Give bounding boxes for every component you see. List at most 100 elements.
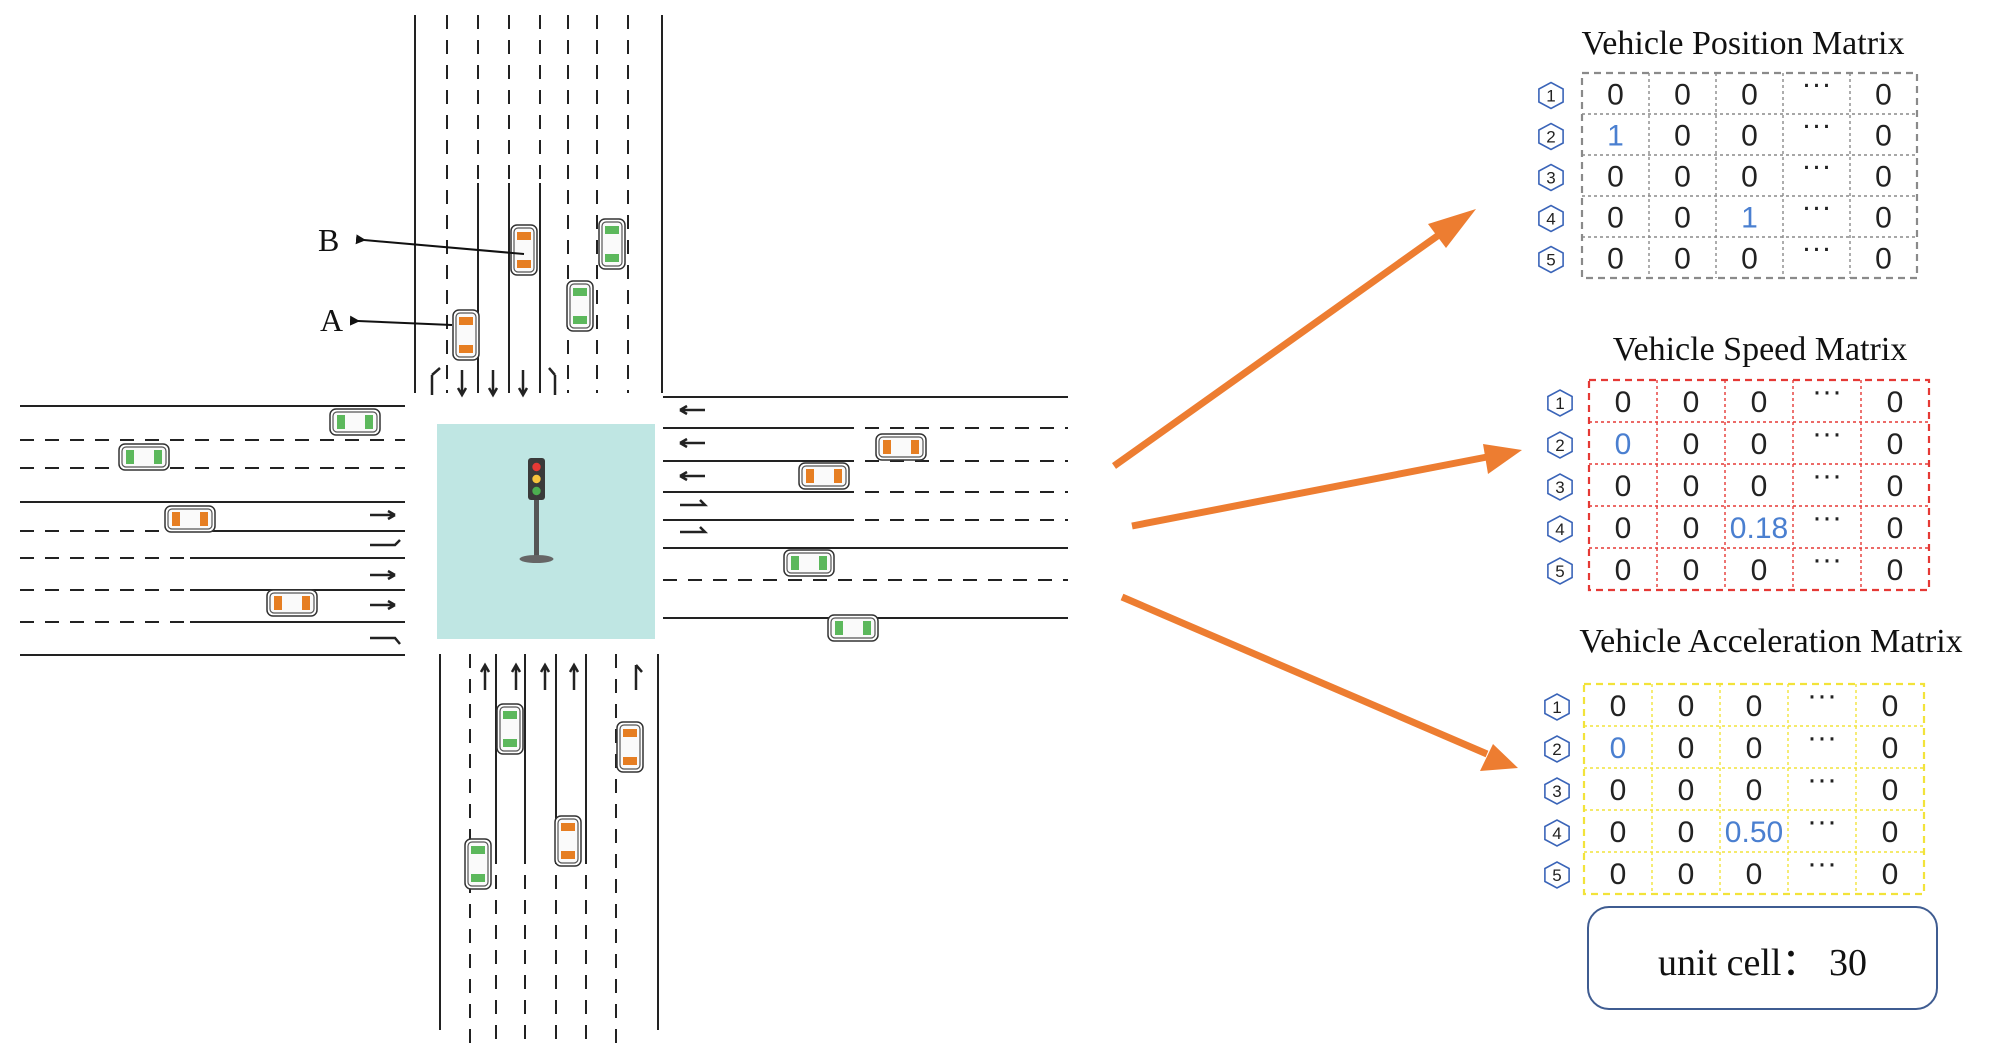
- matrix-cell: 0: [1882, 732, 1899, 765]
- matrix-cell: 0: [1882, 774, 1899, 807]
- matrix-cell: 0: [1678, 858, 1695, 891]
- matrix-cell: ···: [1812, 501, 1842, 534]
- car-icon: [875, 433, 927, 461]
- matrix-cell: 0: [1741, 161, 1758, 194]
- matrix-cell: 0: [1607, 79, 1624, 112]
- car-icon: [452, 309, 480, 361]
- row-label-text: 2: [1546, 128, 1555, 147]
- lane-arrow-markings: [370, 367, 709, 690]
- matrix-cell: 0: [1610, 816, 1627, 849]
- matrix-title: Vehicle Speed Matrix: [1613, 331, 1908, 368]
- matrix-title: Vehicle Position Matrix: [1582, 25, 1905, 62]
- matrix-cell: 0: [1887, 554, 1904, 587]
- row-label: 5: [1538, 245, 1564, 274]
- matrix-cell: 0.50: [1725, 816, 1783, 849]
- matrix-cell: 0: [1746, 690, 1763, 723]
- row-label: 4: [1544, 819, 1570, 847]
- matrix-cell: 0: [1683, 512, 1700, 545]
- matrix-cell: 0: [1882, 858, 1899, 891]
- row-label: 2: [1544, 735, 1570, 763]
- matrix-cell: 0: [1615, 470, 1632, 503]
- matrix-cell: 0: [1683, 554, 1700, 587]
- row-label: 3: [1544, 777, 1570, 805]
- matrix-cell: ···: [1807, 847, 1837, 880]
- car-icon: [598, 218, 626, 270]
- traffic-light-icon: [519, 458, 554, 563]
- row-label-text: 3: [1552, 782, 1561, 801]
- matrix-cell: 0: [1674, 161, 1691, 194]
- unit-cell-box: unit cell： 30: [1587, 906, 1938, 1010]
- matrix-title: Vehicle Acceleration Matrix: [1579, 623, 1962, 660]
- matrix-cell: 0: [1746, 858, 1763, 891]
- row-label: 4: [1538, 204, 1564, 233]
- row-label: 2: [1538, 122, 1564, 151]
- row-label-text: 4: [1546, 210, 1555, 229]
- matrix-cell: 0: [1610, 690, 1627, 723]
- car-icon: [616, 721, 644, 773]
- matrix-cell: 0: [1741, 79, 1758, 112]
- matrix-cell: 0: [1887, 386, 1904, 419]
- car-icon: [798, 462, 850, 490]
- row-label: 1: [1538, 81, 1564, 110]
- matrix-cell: 0: [1875, 120, 1892, 153]
- matrix-cell: 0: [1683, 428, 1700, 461]
- intersection-area: [437, 424, 655, 639]
- car-icon: [329, 408, 381, 436]
- matrix-cell: 0: [1674, 120, 1691, 153]
- matrix-cell: 0.18: [1730, 512, 1788, 545]
- vehicle-label-a: A: [320, 302, 343, 338]
- vehicle-label-b: B: [318, 222, 339, 258]
- row-label-text: 4: [1555, 520, 1564, 539]
- row-label-text: 3: [1555, 478, 1564, 497]
- cars-layer: [118, 218, 927, 890]
- intersection-roads: [20, 15, 1068, 1045]
- matrix-cell: 0: [1607, 243, 1624, 276]
- matrix-cell: ···: [1812, 375, 1842, 408]
- matrix-cell: 0: [1746, 774, 1763, 807]
- matrix-cell: 0: [1674, 202, 1691, 235]
- matrix-cell: 0: [1610, 774, 1627, 807]
- car-icon: [827, 614, 879, 642]
- matrix-cell: 0: [1875, 79, 1892, 112]
- matrix-cell: 0: [1678, 774, 1695, 807]
- row-label-text: 2: [1555, 436, 1564, 455]
- matrix-cell: 0: [1610, 858, 1627, 891]
- matrix-cell: 0: [1674, 79, 1691, 112]
- output-arrows: [1111, 209, 1522, 771]
- row-label-text: 5: [1552, 866, 1561, 885]
- row-label: 1: [1547, 389, 1573, 417]
- row-label-text: 1: [1555, 394, 1564, 413]
- matrix-cell: 0: [1751, 386, 1768, 419]
- matrix-cell: ···: [1802, 150, 1832, 183]
- matrix-cell: 0: [1875, 243, 1892, 276]
- row-label: 4: [1547, 515, 1573, 543]
- matrix-cell: 0: [1615, 386, 1632, 419]
- car-icon: [496, 703, 524, 755]
- matrix-cell: 0: [1741, 120, 1758, 153]
- matrix-cell: 0: [1615, 554, 1632, 587]
- matrix-cell: ···: [1802, 68, 1832, 101]
- matrix-cell: 0: [1610, 732, 1627, 765]
- matrix-cell: 0: [1678, 732, 1695, 765]
- matrix-cell: 1: [1741, 202, 1758, 235]
- car-icon: [266, 589, 318, 617]
- matrix-cell: 0: [1615, 428, 1632, 461]
- row-label-text: 5: [1555, 562, 1564, 581]
- car-icon: [164, 505, 216, 533]
- matrix-cell: ···: [1812, 459, 1842, 492]
- car-icon: [464, 838, 492, 890]
- matrix-cell: 0: [1887, 428, 1904, 461]
- matrix-cell: 0: [1674, 243, 1691, 276]
- matrix-cell: 0: [1751, 428, 1768, 461]
- row-label: 1: [1544, 693, 1570, 721]
- row-label-text: 5: [1546, 251, 1555, 270]
- matrix-cell: 0: [1875, 202, 1892, 235]
- matrix-cell: ···: [1802, 232, 1832, 265]
- matrix-cell: ···: [1802, 191, 1832, 224]
- matrix-cell: ···: [1802, 109, 1832, 142]
- matrix-cell: 0: [1751, 554, 1768, 587]
- car-icon: [510, 224, 538, 276]
- matrix-cell: 1: [1607, 120, 1624, 153]
- matrix-cell: 0: [1882, 816, 1899, 849]
